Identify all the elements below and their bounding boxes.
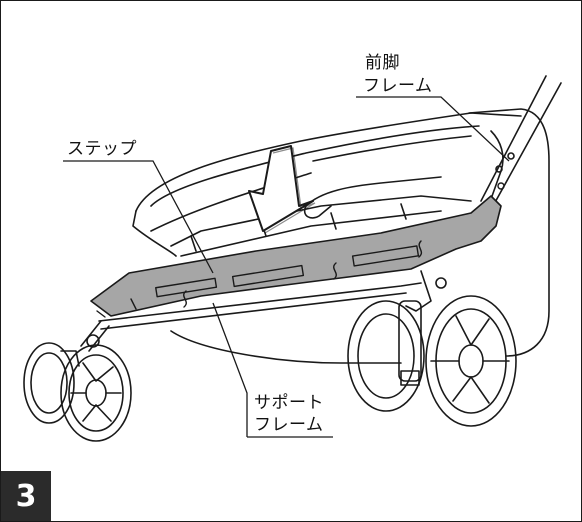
label-support-line1: サポート: [254, 393, 324, 413]
rear-wheels: [347, 270, 517, 427]
label-front-leg-line1: 前脚: [365, 53, 400, 73]
label-step: ステップ: [67, 139, 137, 159]
step-board: [90, 195, 502, 317]
support-frame: [98, 282, 422, 322]
step-number-badge: 3: [1, 471, 51, 521]
front-wheel: [23, 320, 132, 442]
step-leader-line: [63, 160, 214, 274]
press-down-arrow: [248, 145, 314, 232]
support-leader-line: [212, 302, 333, 438]
label-support-line2: フレーム: [254, 415, 324, 435]
front-leg-leader-line: [356, 96, 510, 162]
seat-outline: [135, 112, 522, 212]
label-front-leg-line2: フレーム: [363, 76, 433, 96]
